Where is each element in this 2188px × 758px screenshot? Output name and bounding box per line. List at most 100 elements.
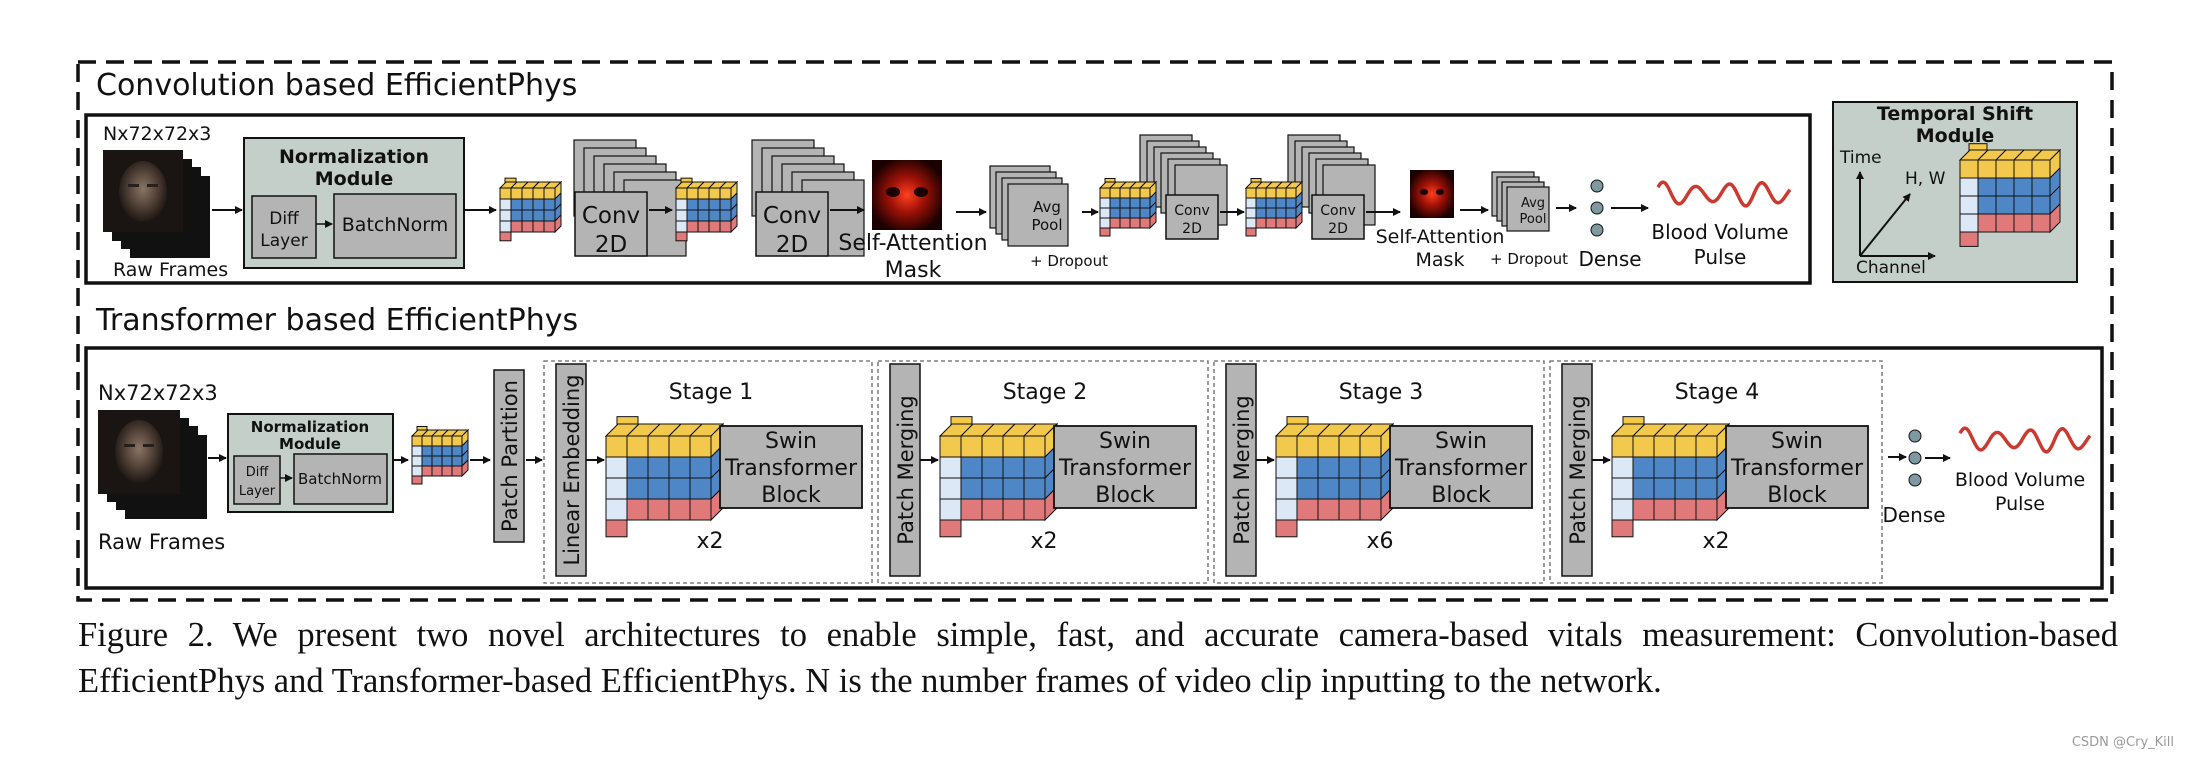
trans-norm-title-1: Normalization [251, 418, 369, 436]
conv-diff-label-2: Layer [260, 231, 307, 251]
conv-2d-label-b: 2D [1328, 221, 1348, 237]
tsm-channel-label: Channel [1856, 258, 1926, 278]
trans-blood-volume-pulse: Blood Volume Pulse [1955, 426, 2092, 515]
swin-block-label: Block [1095, 483, 1155, 508]
conv-pool2-label-a: Avg [1521, 196, 1545, 211]
swin-transformer-block [719, 425, 863, 509]
stage-feature-cube [604, 416, 725, 538]
trans-section-title: Transformer based EfficientPhys [95, 303, 578, 338]
stage-dashed-box [543, 360, 873, 584]
trans-normalization-module: Normalization Module Diff Layer BatchNor… [227, 413, 394, 513]
conv-block-1: Conv 2D [498, 139, 687, 258]
swin-block-label: Transformer [724, 456, 858, 481]
conv-batchnorm-label: BatchNorm [342, 214, 448, 236]
conv-block-4: Conv 2D [1244, 134, 1376, 240]
conv-avg-pool-2: Avg Pool + Dropout [1490, 171, 1568, 268]
conv-block-3: Conv 2D [1098, 134, 1228, 240]
stage-label: Stage 2 [1003, 380, 1088, 405]
temporal-shift-module: Temporal Shift Module Time H, W Channel [1832, 101, 2078, 283]
swin-block-label: Block [761, 483, 821, 508]
swin-stage-3: Patch Merging Stage 3 SwinTransformerBlock… [1213, 360, 1545, 584]
stage-feature-cube [1274, 416, 1395, 538]
stage-feature-cube [1610, 416, 1731, 538]
stage-repeat-label: x2 [1030, 529, 1057, 554]
stage-dashed-box [1213, 360, 1545, 584]
trans-diff-label-1: Diff [246, 465, 270, 480]
conv-normalization-module: Normalization Module Diff Layer BatchNor… [243, 137, 465, 269]
trans-diff-label-2: Layer [239, 484, 276, 499]
conv-2d-label-a: Conv [1320, 203, 1356, 219]
conv-self-attention-mask-2: Self-Attention Mask [1376, 170, 1505, 271]
swin-block-label: Transformer [1730, 456, 1864, 481]
swin-block-label: Block [1767, 483, 1827, 508]
stage-dashed-box [1549, 360, 1883, 584]
conv-raw-frames-label: Raw Frames [113, 259, 228, 281]
patch-merging-bar [1561, 363, 1593, 577]
stage-repeat-label: x2 [1702, 529, 1729, 554]
swin-transformer-block [1389, 425, 1533, 509]
conv-section-box [84, 113, 1812, 285]
patch-partition: Patch Partition [493, 369, 525, 543]
trans-section-box [84, 346, 2104, 590]
conv-avg-pool-1: Avg Pool + Dropout [989, 165, 1108, 270]
linear-embedding-bar [555, 363, 587, 577]
conv-2d-label-a: Conv [1174, 203, 1210, 219]
stage-dashed-box [877, 360, 1209, 584]
stage-label: Stage 3 [1339, 380, 1424, 405]
tsm-title-2: Module [1916, 125, 1995, 147]
swin-transformer-block [1725, 425, 1869, 509]
conv-2d-box [574, 191, 648, 257]
swin-stage-4: Patch Merging Stage 4 SwinTransformerBlock… [1549, 360, 1883, 584]
trans-diff-layer [233, 455, 281, 505]
trans-input-dims: Nx72x72x3 [98, 381, 218, 405]
conv-dense: Dense [1578, 179, 1642, 271]
conv-attn2-label-2: Mask [1416, 249, 1465, 271]
conv-block-2: Conv 2D [674, 139, 865, 258]
patch-merging-label: Patch Merging [1230, 395, 1254, 544]
conv-2d-label-b: 2D [776, 232, 808, 258]
linear-embedding-label: Linear Embedding [560, 374, 584, 565]
trans-input-cube [410, 426, 470, 485]
conv-dense-label: Dense [1578, 247, 1641, 271]
conv-pool-label-b: Pool [1031, 216, 1062, 234]
conv-norm-title-1: Normalization [279, 146, 429, 168]
stage-feature-cube [938, 416, 1059, 538]
conv-input-dims: Nx72x72x3 [103, 123, 211, 145]
patch-merging-bar [1225, 363, 1257, 577]
stage-repeat-label: x2 [696, 529, 723, 554]
patch-merging-label: Patch Merging [1566, 395, 1590, 544]
trans-dense: Dense [1882, 429, 1946, 527]
swin-block-label: Block [1431, 483, 1491, 508]
conv-raw-frames: Nx72x72x3 Raw Frames [103, 123, 228, 281]
conv-2d-box [1165, 194, 1219, 240]
conv-attn-label-2: Mask [885, 258, 942, 283]
swin-block-label: Transformer [1058, 456, 1192, 481]
tsm-title-1: Temporal Shift [1877, 103, 2033, 125]
swin-block-label: Swin [1435, 429, 1487, 454]
trans-bvp-label-1: Blood Volume [1955, 469, 2085, 491]
conv-attn2-label-1: Self-Attention [1376, 226, 1505, 248]
conv-dropout-label-2: + Dropout [1490, 250, 1568, 268]
patch-merging-label: Patch Merging [894, 395, 918, 544]
trans-bvp-label-2: Pulse [1995, 493, 2045, 515]
patch-partition-label: Patch Partition [498, 380, 522, 532]
watermark: CSDN @Cry_Kill [2071, 735, 2174, 750]
conv-2d-label-a: Conv [763, 203, 821, 229]
swin-block-label: Swin [1771, 429, 1823, 454]
swin-block-label: Transformer [1394, 456, 1528, 481]
conv-self-attention-mask-1: Self-Attention Mask [838, 160, 988, 283]
tsm-hw-label: H, W [1905, 169, 1946, 189]
outer-dashed-frame [76, 60, 2114, 602]
conv-2d-label-a: Conv [582, 203, 640, 229]
trans-norm-title-2: Module [279, 435, 341, 453]
patch-merging-bar [889, 363, 921, 577]
conv-2d-box [1311, 194, 1365, 240]
conv-blood-volume-pulse: Blood Volume Pulse [1651, 180, 1792, 269]
stage-label: Stage 1 [669, 380, 754, 405]
conv-pool2-label-b: Pool [1520, 212, 1547, 227]
tsm-time-label: Time [1839, 148, 1882, 168]
stage-label: Stage 4 [1675, 380, 1760, 405]
